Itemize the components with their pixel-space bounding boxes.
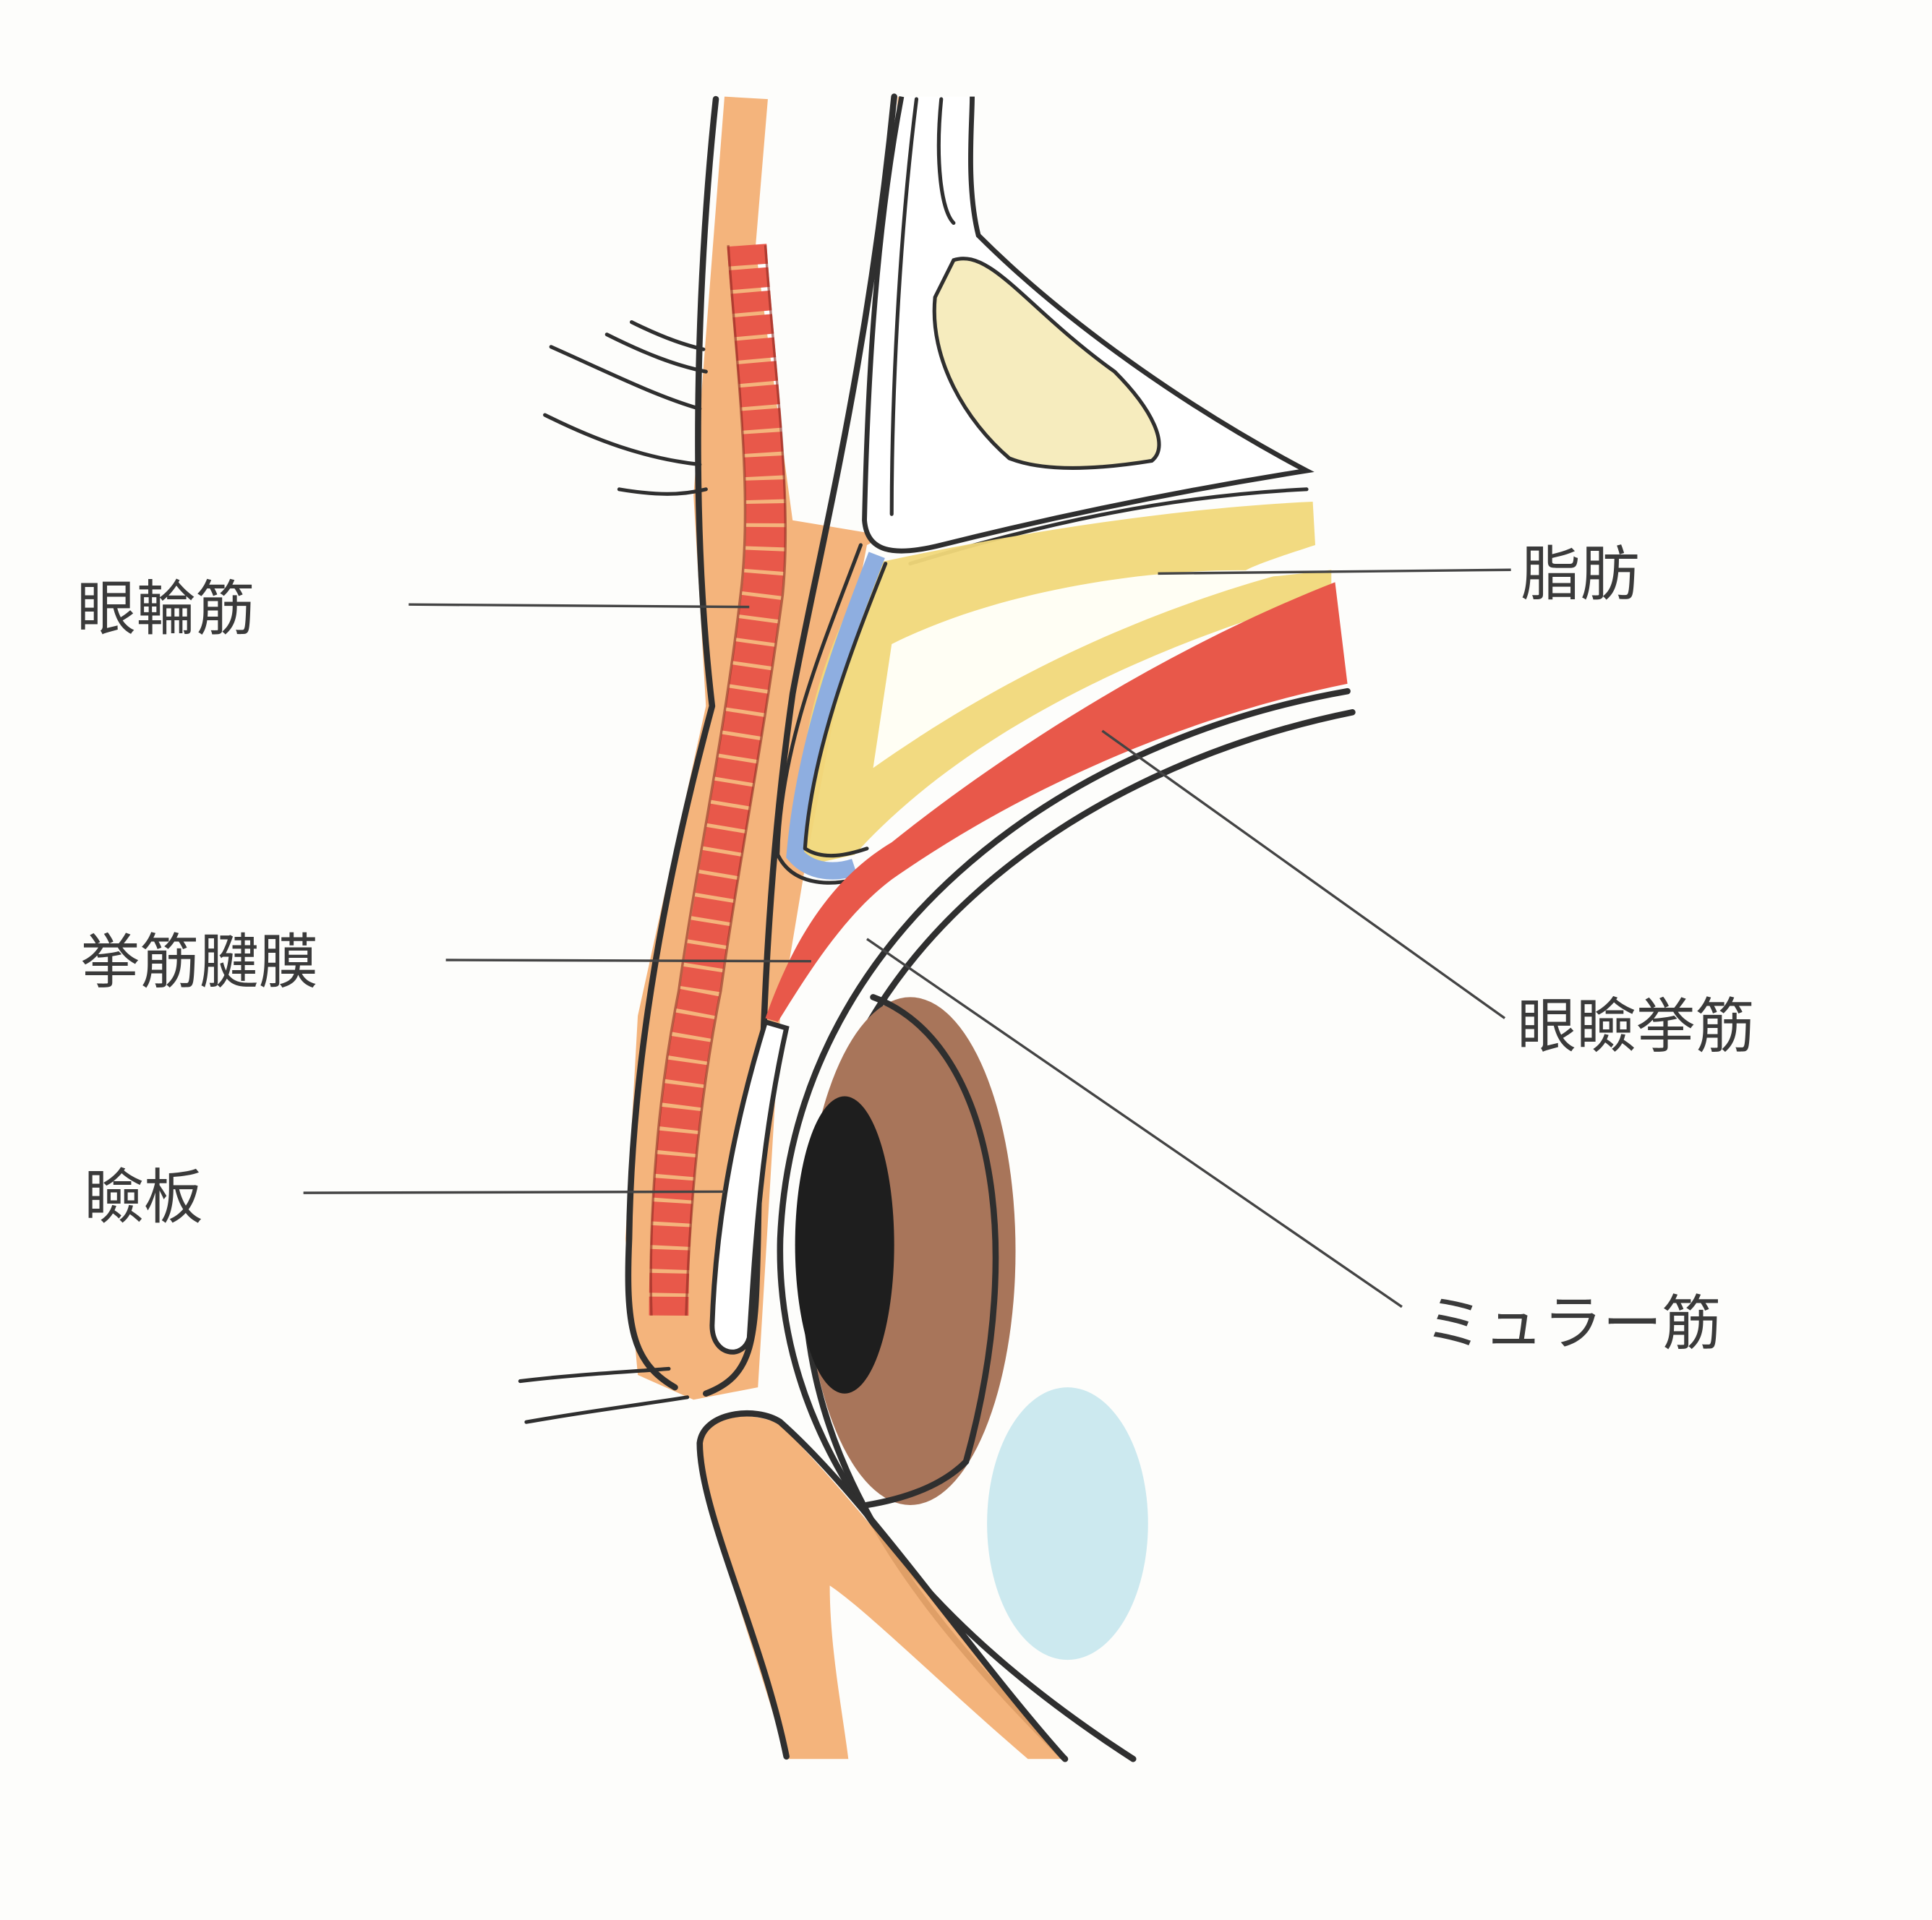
label-orbicularis: 眼輪筋 (77, 575, 255, 643)
iris-outline (863, 994, 999, 1509)
label-fat: 脂肪 (1521, 540, 1639, 609)
orbital-septum (786, 552, 885, 880)
label-muller: ミュラー筋 (1424, 1290, 1722, 1358)
skin-inner-outline (703, 93, 897, 1397)
orbital-bone (862, 96, 1315, 554)
leader-muller (866, 938, 1403, 1308)
bone-fat (932, 257, 1161, 470)
levator-muscle (765, 582, 1348, 1022)
pupil (795, 1096, 894, 1394)
leader-tarsus (303, 1190, 725, 1194)
orbicularis-outline (649, 245, 787, 1316)
lower-eyelashes (518, 1366, 690, 1424)
leader-levator (1101, 729, 1506, 1019)
leader-fat (1158, 568, 1511, 575)
upper-eyelashes (543, 320, 708, 496)
label-tarsus: 瞼板 (84, 1163, 202, 1232)
lower-lid-outline (696, 1410, 1066, 1760)
leader-aponeurosis (445, 959, 811, 963)
septum-outline (776, 543, 888, 885)
lower-eyelid (699, 1416, 1066, 1760)
label-levator: 眼瞼挙筋 (1517, 993, 1755, 1061)
tarsal-plate (709, 1019, 790, 1355)
fat-highlight (873, 570, 1288, 768)
skin-outer-outline (625, 95, 719, 1391)
orbicularis-muscle (649, 244, 786, 1316)
leader-orbicularis (409, 603, 750, 609)
label-aponeurosis: 挙筋腱膜 (80, 928, 318, 997)
shadow-patch (987, 1387, 1148, 1660)
